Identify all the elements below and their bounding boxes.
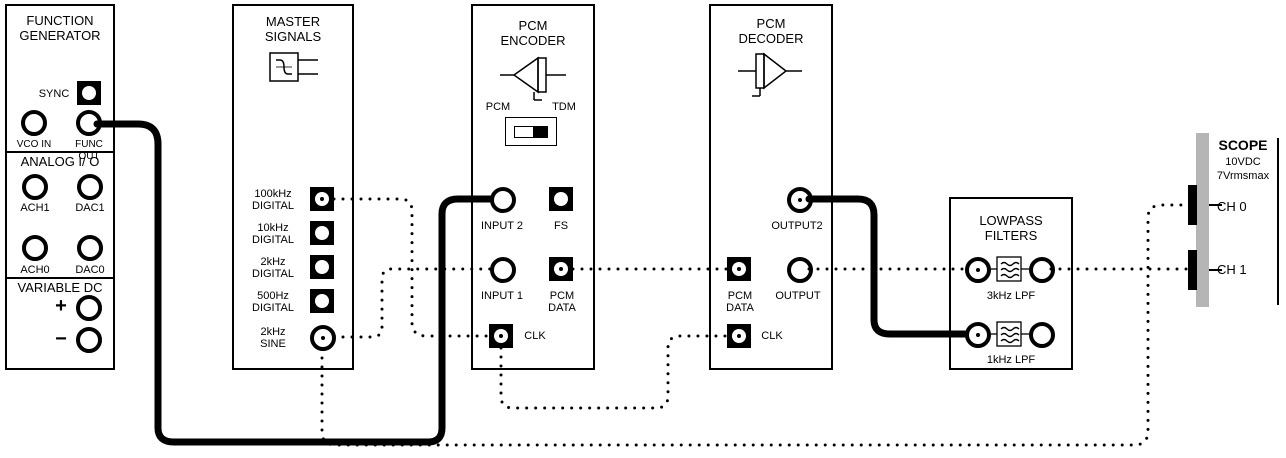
enc-pcm-data-terminal[interactable] bbox=[549, 257, 573, 281]
ach0-terminal[interactable] bbox=[22, 235, 48, 261]
master-signals-symbol bbox=[269, 52, 318, 82]
ach1-terminal[interactable] bbox=[22, 174, 48, 200]
lpf1-out-terminal[interactable] bbox=[1029, 322, 1055, 348]
pcm-tdm-switch[interactable] bbox=[505, 117, 557, 146]
scope-ch1-connector[interactable] bbox=[1188, 250, 1197, 290]
analog-io-title: ANALOG I/ O bbox=[20, 154, 100, 169]
msig-10khz-terminal[interactable] bbox=[310, 221, 334, 245]
lowpass-filters-title: LOWPASS FILTERS bbox=[979, 213, 1043, 243]
dec-pcm-data-label: PCM DATA bbox=[726, 290, 754, 314]
scope-divider bbox=[1277, 138, 1279, 305]
scope-ch0-connector[interactable] bbox=[1188, 185, 1197, 225]
wire-100khz-to-enc-clk bbox=[332, 197, 491, 338]
dc-minus-terminal[interactable] bbox=[76, 327, 102, 353]
dc-plus-terminal[interactable] bbox=[76, 295, 102, 321]
msig-100khz-label: 100kHz DIGITAL bbox=[252, 188, 294, 212]
scope-ch1-label: CH 1 bbox=[1217, 262, 1247, 277]
msig-10khz-label: 10kHz DIGITAL bbox=[252, 222, 294, 246]
minus-sign: − bbox=[55, 328, 67, 350]
msig-2khz-terminal[interactable] bbox=[310, 255, 334, 279]
dec-clk-label: CLK bbox=[761, 330, 783, 342]
msig-2khz-label: 2kHz DIGITAL bbox=[252, 256, 294, 280]
pcm-mode-label: PCM bbox=[485, 101, 511, 113]
lpf1-symbol bbox=[991, 321, 1029, 347]
divider-analog-io bbox=[5, 151, 115, 153]
pcm-encoder-title: PCM ENCODER bbox=[500, 18, 566, 48]
msig-500hz-terminal[interactable] bbox=[310, 289, 334, 313]
pcm-decoder-panel bbox=[709, 4, 833, 370]
enc-input1-terminal[interactable] bbox=[490, 257, 516, 283]
msig-100khz-terminal[interactable] bbox=[310, 187, 334, 211]
ach1-label: ACH1 bbox=[20, 202, 50, 214]
scope-spec-line1: 10VDC bbox=[1225, 156, 1261, 168]
pcm-encoder-panel bbox=[471, 4, 595, 370]
dac1-terminal[interactable] bbox=[77, 174, 103, 200]
sync-label: SYNC bbox=[38, 88, 70, 100]
scope-title: SCOPE bbox=[1218, 137, 1268, 153]
plus-sign: + bbox=[55, 295, 67, 317]
func-out-label: FUNC OUT bbox=[75, 139, 103, 162]
lpf1-label: 1kHz LPF bbox=[986, 354, 1036, 366]
dec-pcm-data-terminal[interactable] bbox=[727, 257, 751, 281]
dac0-label: DAC0 bbox=[75, 264, 105, 276]
scope-spec-line2: 7Vrmsmax bbox=[1216, 170, 1270, 182]
enc-fs-label: FS bbox=[553, 220, 569, 232]
pcm-encoder-symbol bbox=[500, 56, 566, 101]
ach0-label: ACH0 bbox=[20, 264, 50, 276]
tdm-mode-label: TDM bbox=[552, 101, 576, 113]
dec-output-label: OUTPUT bbox=[775, 290, 821, 302]
dac0-terminal[interactable] bbox=[77, 235, 103, 261]
variable-dc-title: VARIABLE DC bbox=[17, 280, 103, 295]
lpf3-in-terminal[interactable] bbox=[965, 257, 991, 283]
pcm-decoder-symbol bbox=[738, 52, 802, 97]
function-generator-title: FUNCTION GENERATOR bbox=[19, 13, 101, 43]
switch-knob bbox=[533, 127, 547, 137]
vco-in-terminal[interactable] bbox=[21, 110, 47, 136]
master-signals-title: MASTER SIGNALS bbox=[264, 14, 322, 44]
switch-slot bbox=[514, 126, 548, 138]
scope-bar bbox=[1196, 133, 1209, 307]
lpf3-label: 3kHz LPF bbox=[986, 290, 1036, 302]
wire-enc-clk-to-dec-clk bbox=[499, 334, 729, 410]
lpf3-symbol bbox=[991, 256, 1029, 282]
dac1-label: DAC1 bbox=[75, 202, 105, 214]
enc-clk-label: CLK bbox=[524, 330, 546, 342]
dec-output2-label: OUTPUT2 bbox=[771, 220, 823, 232]
enc-clk-terminal[interactable] bbox=[489, 324, 513, 348]
enc-fs-terminal[interactable] bbox=[549, 187, 573, 211]
enc-input2-label: INPUT 2 bbox=[481, 220, 523, 232]
pcm-decoder-title: PCM DECODER bbox=[738, 16, 804, 46]
enc-input1-label: INPUT 1 bbox=[481, 290, 523, 302]
wire-func-out-to-input2 bbox=[93, 120, 494, 446]
scope-ch0-label: CH 0 bbox=[1217, 199, 1247, 214]
sync-terminal[interactable] bbox=[77, 81, 101, 105]
wire-sine-to-ch0 bbox=[320, 203, 1190, 447]
divider-variable-dc bbox=[5, 277, 115, 279]
msig-2khz-sine-label: 2kHz SINE bbox=[260, 326, 286, 350]
vco-in-label: VCO IN bbox=[16, 139, 52, 150]
dec-clk-terminal[interactable] bbox=[727, 324, 751, 348]
wire-output2-to-lpf1 bbox=[805, 195, 969, 338]
enc-pcm-data-label: PCM DATA bbox=[548, 290, 576, 314]
msig-500hz-label: 500Hz DIGITAL bbox=[252, 290, 294, 314]
